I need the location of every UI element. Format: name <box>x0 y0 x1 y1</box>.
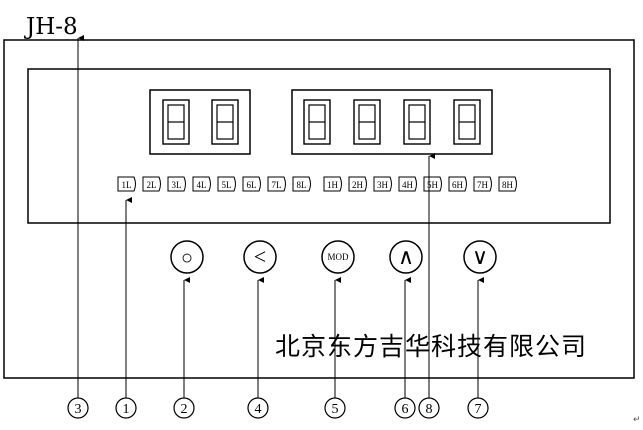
company-name: 北京东方吉华科技有限公司 <box>275 332 588 361</box>
indicator-label: 1H <box>327 180 339 190</box>
callout-6: 6 <box>394 277 416 419</box>
button-row: ○ < MOD ∧ ∨ <box>170 240 497 274</box>
callout-5: 5 <box>324 277 346 419</box>
indicator-label: 3H <box>377 180 389 190</box>
callout-number: 8 <box>426 402 433 417</box>
indicator-label: 5H <box>427 180 439 190</box>
seven-segment-digit <box>162 99 190 145</box>
circle-button[interactable]: ○ <box>170 240 204 274</box>
down-button-symbol: ∨ <box>472 244 488 269</box>
indicator-1L: 1L <box>117 176 136 192</box>
seven-segment-digits <box>162 99 481 145</box>
left-button-symbol: < <box>254 244 266 269</box>
indicator-7H: 7H <box>473 176 492 192</box>
indicator-label: 1L <box>122 180 132 190</box>
indicator-label: 3L <box>172 180 182 190</box>
indicator-label: 8H <box>502 180 514 190</box>
seven-segment-digit <box>353 99 381 145</box>
indicator-label: 7L <box>272 180 282 190</box>
outer-panel <box>3 39 635 379</box>
callout-8: 8 <box>418 153 440 419</box>
callout-1: 1 <box>115 197 137 419</box>
indicator-1H: 1H <box>323 176 342 192</box>
callout-4: 4 <box>247 277 269 419</box>
indicator-7L: 7L <box>267 176 286 192</box>
indicator-label: 5L <box>222 180 232 190</box>
callout-number: 1 <box>123 402 130 417</box>
indicator-label: 8L <box>297 180 307 190</box>
left-button[interactable]: < <box>243 240 277 274</box>
seven-segment-digit <box>453 99 481 145</box>
callout-number: 2 <box>181 402 188 417</box>
indicator-2H: 2H <box>348 176 367 192</box>
indicator-6L: 6L <box>242 176 261 192</box>
callout-3: 3 <box>67 35 89 419</box>
indicator-5H: 5H <box>423 176 442 192</box>
callout-number: 6 <box>402 402 409 417</box>
indicator-3L: 3L <box>167 176 186 192</box>
display-window <box>27 68 611 224</box>
seven-segment-digit <box>303 99 331 145</box>
callout-number: 7 <box>475 402 482 417</box>
display-4digit-frame <box>291 89 493 155</box>
model-label: JH-8 <box>26 14 78 40</box>
up-button[interactable]: ∧ <box>389 240 423 274</box>
callout-2: 2 <box>173 277 195 419</box>
indicator-label: 7H <box>477 180 489 190</box>
callout-number: 3 <box>75 402 82 417</box>
circle-button-symbol: ○ <box>181 247 193 269</box>
indicator-row: 1L 2L 3L 4L 5L 6L 7L 8L 1H 2H 3H 4H 5H 6H 7H 8H <box>117 176 517 192</box>
indicator-8H: 8H <box>498 176 517 192</box>
indicator-label: 4L <box>197 180 207 190</box>
mod-button[interactable]: MOD <box>321 240 355 274</box>
indicator-label: 6L <box>247 180 257 190</box>
indicator-6H: 6H <box>448 176 467 192</box>
down-button[interactable]: ∨ <box>463 240 497 274</box>
display-2digit-frame <box>149 89 251 155</box>
indicator-4H: 4H <box>398 176 417 192</box>
callout-number: 5 <box>332 402 339 417</box>
callout-row: 3 1 2 4 5 6 8 7 <box>67 35 489 419</box>
indicator-label: 2H <box>352 180 364 190</box>
indicator-label: 2L <box>147 180 157 190</box>
indicator-2L: 2L <box>142 176 161 192</box>
up-button-symbol: ∧ <box>398 244 414 269</box>
mod-button-symbol: MOD <box>327 252 349 262</box>
callout-7: 7 <box>467 277 489 419</box>
indicator-4L: 4L <box>192 176 211 192</box>
seven-segment-digit <box>211 99 239 145</box>
return-mark: ↵ <box>633 414 641 424</box>
seven-segment-digit <box>403 99 431 145</box>
indicator-5L: 5L <box>217 176 236 192</box>
indicator-label: 6H <box>452 180 464 190</box>
indicator-label: 4H <box>402 180 414 190</box>
callout-number: 4 <box>255 402 262 417</box>
indicator-8L: 8L <box>292 176 311 192</box>
indicator-3H: 3H <box>373 176 392 192</box>
